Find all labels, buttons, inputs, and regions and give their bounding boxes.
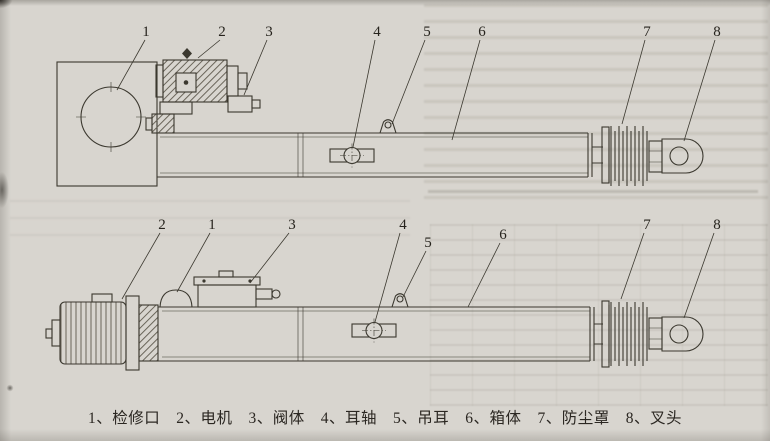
legend-item-6: 6、箱体 xyxy=(465,410,522,427)
top-callout-2: 2 xyxy=(218,24,226,40)
top-trunnion xyxy=(329,143,375,168)
bottom-callout-4: 4 xyxy=(399,217,407,233)
top-callout-5: 5 xyxy=(423,24,431,40)
top-coupling xyxy=(159,101,193,115)
bottom-cylinder-body xyxy=(158,300,610,368)
direction-marker-icon xyxy=(182,48,192,59)
bottom-callout-8: 8 xyxy=(713,217,721,233)
top-valve-body xyxy=(227,95,261,113)
parts-legend: 1、检修口 2、电机 3、阀体 4、耳轴 5、吊耳 6、箱体 7、防尘罩 8、叉头 xyxy=(0,406,770,428)
bottom-callout-2: 2 xyxy=(158,217,166,233)
bottom-trunnion xyxy=(351,318,397,343)
legend-item-2: 2、电机 xyxy=(176,410,233,427)
top-lifting-lug xyxy=(379,119,397,134)
bottom-motor xyxy=(45,293,159,371)
bottom-callout-3: 3 xyxy=(288,217,296,233)
top-dust-cover xyxy=(608,126,648,186)
top-callout-4: 4 xyxy=(373,24,381,40)
bottom-valve-body xyxy=(193,270,281,308)
top-gearbox xyxy=(56,61,158,187)
bottom-lifting-lug xyxy=(391,293,409,308)
bottom-view: 2 1 3 4 5 6 7 8 xyxy=(45,217,721,371)
top-callout-7: 7 xyxy=(643,24,651,40)
top-fork-head xyxy=(648,138,704,174)
legend-item-5: 5、吊耳 xyxy=(393,410,450,427)
top-view: 1 2 3 4 5 6 7 8 xyxy=(56,24,721,187)
bottom-fork-head xyxy=(648,316,704,352)
legend-item-8: 8、叉头 xyxy=(625,410,683,427)
bottom-inspection-port xyxy=(159,289,193,308)
legend-item-1: 1、检修口 xyxy=(87,410,161,427)
top-motor xyxy=(145,48,248,134)
legend-item-7: 7、防尘罩 xyxy=(537,410,610,427)
legend-item-3: 3、阀体 xyxy=(248,410,305,427)
top-cylinder-body xyxy=(157,126,610,184)
bottom-callout-7: 7 xyxy=(643,217,651,233)
top-callout-1: 1 xyxy=(142,24,150,40)
legend-item-4: 4、耳轴 xyxy=(320,410,377,427)
bottom-dust-cover xyxy=(608,302,648,366)
bottom-callout-5: 5 xyxy=(424,235,432,251)
rod-flange xyxy=(601,126,610,184)
inspection-port-circle xyxy=(80,86,142,148)
bottom-callout-1: 1 xyxy=(208,217,216,233)
top-callout-6: 6 xyxy=(478,24,486,40)
bottom-callout-6: 6 xyxy=(499,227,507,243)
rod-flange xyxy=(601,300,610,368)
top-callout-3: 3 xyxy=(265,24,273,40)
top-callout-8: 8 xyxy=(713,24,721,40)
